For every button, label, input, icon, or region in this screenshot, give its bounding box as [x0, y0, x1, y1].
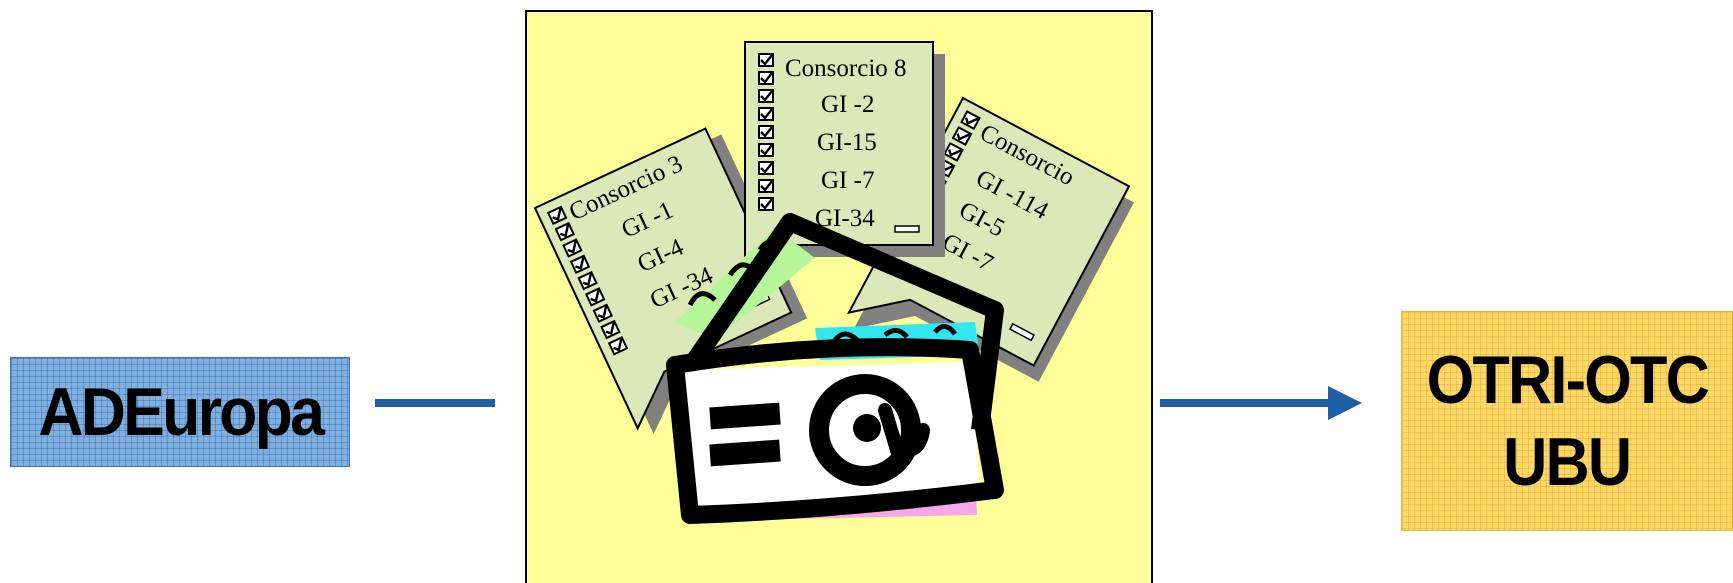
checkbox-list-middle: [757, 52, 775, 212]
document-middle-item-3: GI -7: [821, 167, 874, 194]
otri-otc-ubu-box: OTRI-OTC UBU: [1401, 311, 1733, 531]
adeuropa-box: ADEuropa: [10, 357, 350, 467]
document-middle-item-1: GI -2: [821, 91, 874, 118]
document-middle-item-2: GI-15: [817, 129, 877, 156]
right-arrow-head: [1328, 386, 1362, 420]
document-middle-title: Consorcio 8: [785, 55, 907, 82]
otri-otc-label: OTRI-OTC: [1426, 342, 1709, 418]
adeuropa-label: ADEuropa: [38, 374, 325, 450]
email-documents-clipart: Consorcio 3 GI -1 GI-4 GI -34 Consorcio …: [533, 41, 1134, 524]
ubu-label: UBU: [1503, 424, 1632, 500]
email-envelope-icon: [666, 213, 1004, 524]
